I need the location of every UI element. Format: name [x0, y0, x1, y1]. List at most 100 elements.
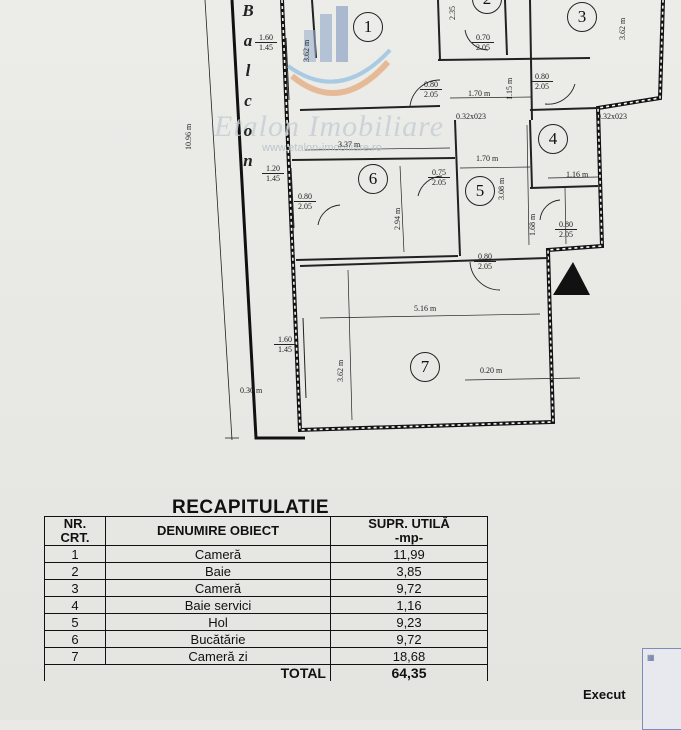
row-nr: 4 — [44, 596, 106, 614]
door-4-height: 2.05 — [298, 202, 312, 211]
dim-hall-height-mid: 3.08 m — [497, 177, 506, 200]
window-3-width: 1.60 — [274, 335, 296, 345]
table-row: 3 Cameră 9,72 — [44, 579, 488, 597]
row-denumire: Bucătărie — [105, 630, 331, 648]
window-3-height: 1.45 — [278, 345, 292, 354]
dim-pipe-left: 0.32x023 — [456, 112, 486, 121]
dim-room7-offset: 0.20 m — [480, 366, 503, 375]
balcony-letter: n — [243, 151, 253, 170]
table-row: 4 Baie servici 1,16 — [44, 596, 488, 614]
recap-header-row: NR. CRT. DENUMIRE OBIECT SUPR. UTILĂ -mp… — [44, 516, 488, 546]
door-7-height: 2.05 — [559, 230, 573, 239]
dim-balcony-depth: 0.30 m — [240, 386, 263, 395]
door-5-height: 2.05 — [432, 178, 446, 187]
room-number-6: 6 — [358, 164, 388, 194]
door-2-label: 0.80 2.05 — [420, 80, 442, 99]
row-denumire: Baie — [105, 562, 331, 580]
table-row: 5 Hol 9,23 — [44, 613, 488, 631]
balcony-letter: a — [243, 31, 253, 50]
row-suprafata: 11,99 — [330, 545, 488, 563]
room-number-1: 1 — [353, 12, 383, 42]
header-denumire: DENUMIRE OBIECT — [105, 516, 331, 546]
row-denumire: Hol — [105, 613, 331, 631]
door-1-label: 0.70 2.05 — [472, 33, 494, 52]
dim-hall-height-top: 1.15 m — [505, 77, 514, 100]
dim-hall-width-top: 1.70 m — [468, 89, 491, 98]
door-1-width: 0.70 — [472, 33, 494, 43]
row-suprafata: 3,85 — [330, 562, 488, 580]
table-row: 6 Bucătărie 9,72 — [44, 630, 488, 648]
dim-room6-width: 3.37 m — [338, 140, 361, 149]
row-suprafata: 18,68 — [330, 647, 488, 665]
dim-room2-height: 2.35 — [448, 6, 457, 20]
recap-table: NR. CRT. DENUMIRE OBIECT SUPR. UTILĂ -mp… — [44, 516, 488, 681]
row-nr: 1 — [44, 545, 106, 563]
dim-hall-width-mid: 1.70 m — [476, 154, 499, 163]
row-denumire: Cameră — [105, 545, 331, 563]
table-row: 1 Cameră 11,99 — [44, 545, 488, 563]
door-3-height: 2.05 — [535, 82, 549, 91]
row-nr: 2 — [44, 562, 106, 580]
dim-room7-width: 5.16 m — [414, 304, 437, 313]
door-2-height: 2.05 — [424, 90, 438, 99]
window-2-height: 1.45 — [266, 174, 280, 183]
room-number-7: 7 — [410, 352, 440, 382]
row-suprafata: 1,16 — [330, 596, 488, 614]
stamp-mark-icon: ▦ — [647, 653, 655, 662]
door-7-width: 0.80 — [555, 220, 577, 230]
door-6-height: 2.05 — [478, 262, 492, 271]
watermark-logo-icon — [286, 6, 392, 97]
window-2-label: 1.20 1.45 — [262, 164, 284, 183]
room-number-5: 5 — [465, 176, 495, 206]
table-row: 2 Baie 3,85 — [44, 562, 488, 580]
balcony-letter: c — [244, 91, 252, 110]
door-6-width: 0.80 — [474, 252, 496, 262]
balcony-letter: l — [245, 61, 251, 80]
door-3-label: 0.80 2.05 — [531, 72, 553, 91]
row-suprafata: 9,72 — [330, 630, 488, 648]
table-row: 7 Cameră zi 18,68 — [44, 647, 488, 665]
balcony-label: B a l c o n — [236, 0, 260, 176]
execut-label: Execut — [583, 687, 626, 702]
door-6-label: 0.80 2.05 — [474, 252, 496, 271]
balcony-letter: o — [243, 121, 253, 140]
door-1-height: 2.05 — [476, 43, 490, 52]
window-1-width: 1.60 — [255, 33, 277, 43]
door-4-width: 0.80 — [294, 192, 316, 202]
dim-room3-height: 3.62 m — [618, 17, 627, 40]
row-nr: 3 — [44, 579, 106, 597]
dim-pipe-right: 0.32x023 — [597, 112, 627, 121]
window-1-height: 1.45 — [259, 43, 273, 52]
row-suprafata: 9,23 — [330, 613, 488, 631]
window-2-width: 1.20 — [262, 164, 284, 174]
row-nr: 7 — [44, 647, 106, 665]
watermark-url: www.etalon-imobiliare.ro — [262, 142, 382, 154]
header-suprafata: SUPR. UTILĂ -mp- — [330, 516, 488, 546]
floor-plan-drawing — [204, 0, 665, 441]
dim-room1-height: 3.62 m — [302, 39, 311, 62]
row-denumire: Cameră zi — [105, 647, 331, 665]
total-row: TOTAL 64,35 — [44, 664, 488, 681]
door-2-width: 0.80 — [420, 80, 442, 90]
row-suprafata: 9,72 — [330, 579, 488, 597]
dim-room7-height: 3.62 m — [336, 359, 345, 382]
row-denumire: Cameră — [105, 579, 331, 597]
row-nr: 5 — [44, 613, 106, 631]
recap-title: RECAPITULATIE — [172, 497, 330, 518]
door-3-width: 0.80 — [531, 72, 553, 82]
dim-total-length: 10.96 m — [184, 123, 193, 150]
dim-room4-height: 1.68 m — [528, 213, 537, 236]
total-value: 64,35 — [330, 664, 488, 681]
room-number-4: 4 — [538, 124, 568, 154]
door-4-label: 0.80 2.05 — [294, 192, 316, 211]
door-7-label: 0.80 2.05 — [555, 220, 577, 239]
dim-room4-width: 1.16 m — [566, 170, 589, 179]
door-5-width: 0.75 — [428, 168, 450, 178]
window-3-label: 1.60 1.45 — [274, 335, 296, 354]
window-1-label: 1.60 1.45 — [255, 33, 277, 52]
total-label: TOTAL — [44, 664, 331, 681]
dim-room6-height: 2.94 m — [393, 207, 402, 230]
room-number-3: 3 — [567, 2, 597, 32]
header-nr: NR. CRT. — [44, 516, 106, 546]
